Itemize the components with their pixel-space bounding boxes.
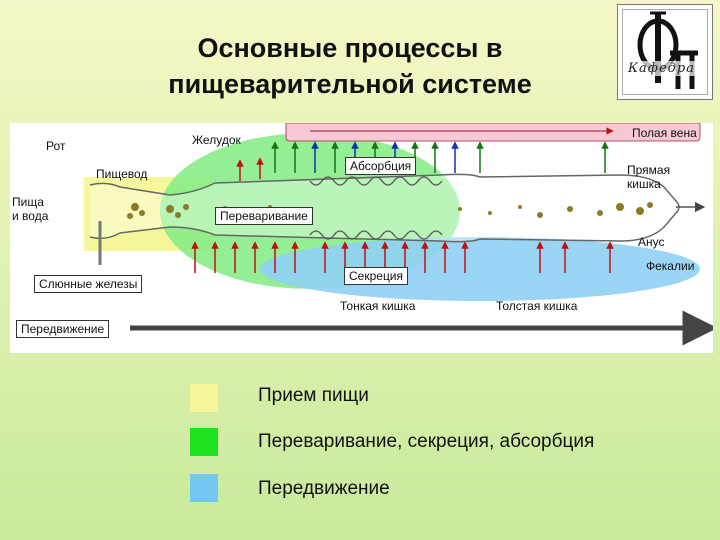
department-logo: Кафедра bbox=[617, 4, 713, 100]
label-vena: Полая вена bbox=[632, 126, 697, 140]
label-movement: Передвижение bbox=[16, 320, 110, 338]
vena-cava-band bbox=[285, 123, 701, 142]
legend-swatch-intake bbox=[190, 384, 218, 412]
label-esophagus: Пищевод bbox=[96, 167, 148, 181]
legend-swatch-digestion bbox=[190, 428, 218, 456]
page-title: Основные процессы в пищеварительной сист… bbox=[120, 30, 580, 102]
label-large-intestine: Толстая кишка bbox=[496, 299, 578, 313]
label-anus: Анус bbox=[638, 235, 665, 249]
lower-folds bbox=[309, 230, 443, 240]
label-stomach: Желудок bbox=[192, 133, 241, 147]
label-digestion: Переваривание bbox=[215, 207, 313, 225]
title-line-1: Основные процессы в bbox=[197, 33, 503, 63]
upper-folds bbox=[309, 176, 443, 186]
legend-label-digestion: Переваривание, секреция, абсорбция bbox=[258, 431, 595, 452]
title-line-2: пищеварительной системе bbox=[168, 69, 532, 99]
secretion-arrows bbox=[191, 241, 614, 273]
digestive-diagram: Рот Желудок Полая вена Пищевод Абсорбция… bbox=[10, 123, 713, 353]
label-food-2: и вода bbox=[12, 209, 49, 223]
label-small-intestine: Тонкая кишка bbox=[340, 299, 416, 313]
label-feces: Фекалии bbox=[646, 259, 695, 273]
stomach-arrows bbox=[236, 157, 264, 181]
logo-text: Кафедра bbox=[628, 61, 695, 76]
movement-zone bbox=[260, 237, 700, 301]
phi-t-logo-icon bbox=[637, 11, 698, 89]
label-secretion: Секреция bbox=[344, 267, 409, 285]
label-mouth: Рот bbox=[46, 139, 66, 153]
label-rectum-1: Прямая bbox=[627, 163, 671, 177]
label-salivary: Слюнные железы bbox=[34, 275, 143, 293]
legend-swatch-movement bbox=[190, 474, 218, 502]
label-food-1: Пища bbox=[12, 195, 44, 209]
label-absorption: Абсорбция bbox=[345, 157, 417, 175]
legend-label-intake: Прием пищи bbox=[258, 385, 369, 406]
legend-label-movement: Передвижение bbox=[258, 478, 390, 499]
label-rectum-2: кишка bbox=[627, 177, 661, 191]
